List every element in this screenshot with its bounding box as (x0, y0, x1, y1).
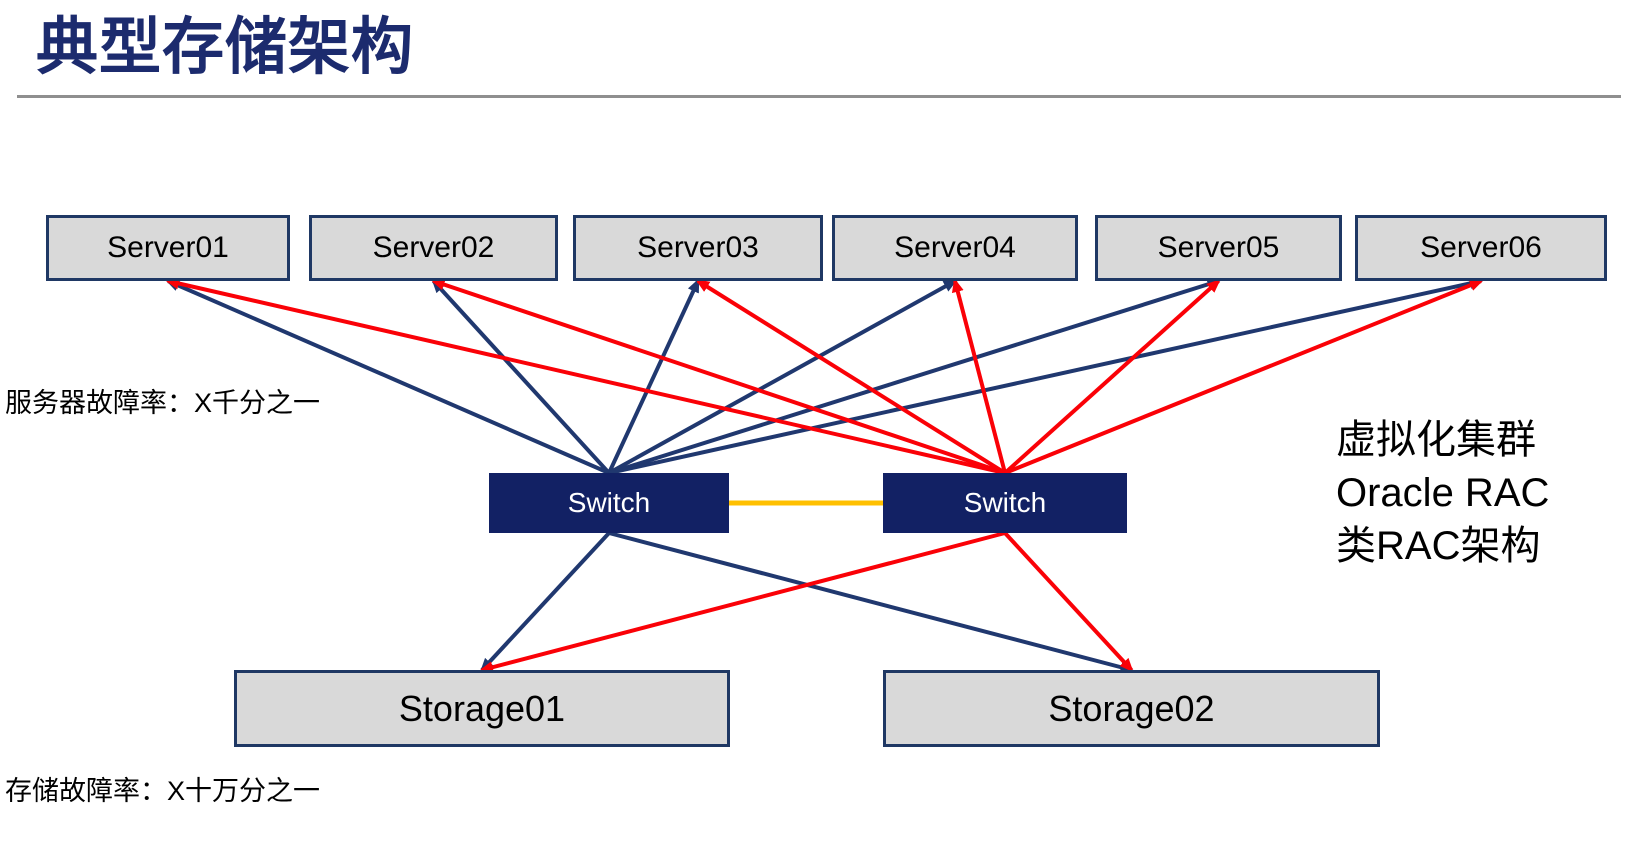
server03-node: Server03 (573, 215, 823, 281)
connection-switch-left-server04 (608, 279, 958, 475)
cluster-note-line2: Oracle RAC (1336, 471, 1550, 515)
connection-switch-right-server06 (1004, 279, 1484, 475)
connection-switch-right-server05 (1003, 278, 1221, 475)
storage02-label: Storage02 (1048, 687, 1215, 729)
switch-right-label: Switch (963, 487, 1047, 518)
storage02-node: Storage02 (883, 670, 1380, 747)
server05-label: Server05 (1157, 231, 1280, 264)
title-divider (17, 95, 1621, 98)
server05-node: Server05 (1095, 215, 1342, 281)
page-title: 典型存储架构 (36, 13, 415, 82)
storage01-label: Storage01 (398, 687, 566, 729)
connection-switch-left-server06 (608, 277, 1484, 475)
connection-switch-right-server01 (165, 277, 1006, 475)
switch-right-node: Switch (883, 473, 1127, 533)
switch-left-label: Switch (567, 487, 651, 518)
server04-node: Server04 (832, 215, 1078, 281)
connection-switch-right-server03 (695, 279, 1007, 475)
server02-node: Server02 (309, 215, 558, 281)
server06-label: Server06 (1420, 231, 1542, 264)
server06-node: Server06 (1355, 215, 1607, 281)
switch-left-node: Switch (489, 473, 729, 533)
cluster-note: 虚拟化集群 Oracle RAC 类RAC架构 (1336, 414, 1549, 573)
connection-switch-right-server02 (430, 278, 1006, 475)
connection-switch-left-server03 (607, 278, 700, 474)
connection-switch-right-storage02 (1003, 531, 1134, 673)
server02-label: Server02 (372, 231, 495, 264)
connection-switch-left-storage01 (479, 531, 611, 673)
server04-label: Server04 (894, 231, 1016, 264)
server01-node: Server01 (46, 215, 290, 281)
connection-switch-left-server05 (608, 278, 1222, 475)
connection-switch-left-server01 (165, 279, 610, 475)
connection-switch-left-server02 (431, 278, 611, 475)
cluster-note-line3: 类RAC架构 (1336, 524, 1541, 568)
server-failure-rate-label: 服务器故障率：X千分之一 (5, 388, 321, 418)
server03-label: Server03 (637, 231, 759, 264)
connection-switch-right-server04 (951, 278, 1007, 474)
connection-switch-left-storage02 (608, 531, 1135, 674)
server01-label: Server01 (107, 231, 229, 264)
storage-failure-rate-label: 存储故障率：X十万分之一 (5, 776, 321, 806)
storage01-node: Storage01 (234, 670, 730, 747)
connection-switch-right-storage01 (479, 531, 1006, 674)
cluster-note-line1: 虚拟化集群 (1336, 418, 1536, 462)
